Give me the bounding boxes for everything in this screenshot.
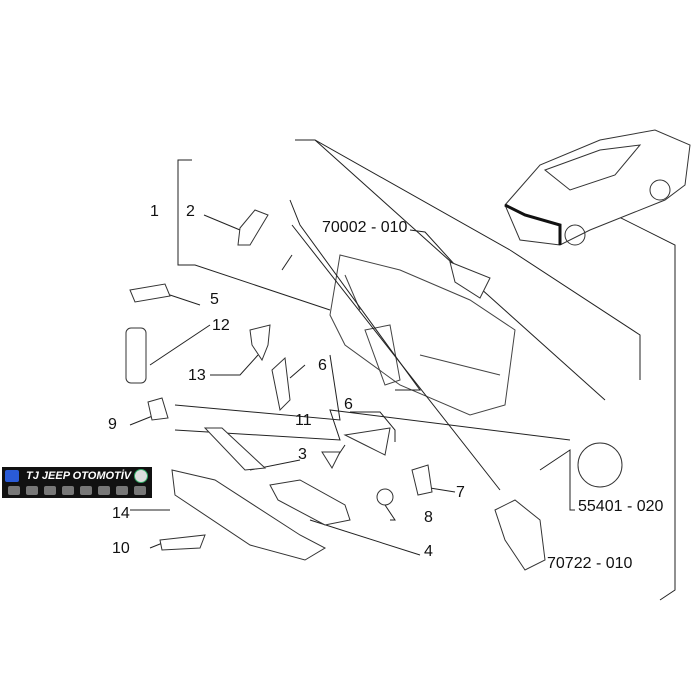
watermark-text: TJ JEEP OTOMOTİV — [26, 470, 132, 482]
callout-10: 10 — [112, 540, 130, 557]
part-12-bottle — [125, 327, 147, 384]
part-11-screw — [321, 451, 341, 470]
bracket-1 — [177, 159, 331, 311]
callout-7: 7 — [456, 484, 465, 501]
part-10-strip — [159, 534, 206, 551]
part-13-clip — [249, 324, 271, 362]
parts — [125, 209, 623, 571]
part-14-shield — [171, 469, 327, 561]
callout-55401-020: 55401 - 020 — [578, 498, 664, 515]
frame-line — [554, 184, 676, 601]
part-6-bracket-b — [343, 427, 391, 456]
alfa-romeo-logo-icon — [134, 469, 148, 483]
part-4-grille — [269, 479, 351, 526]
part-5-pad — [129, 283, 171, 303]
callout-2: 2 — [186, 203, 195, 220]
part-2-tow-cover — [237, 209, 269, 246]
front-bumper — [329, 254, 516, 416]
part-7-clip — [411, 464, 433, 496]
part-70722-grille — [494, 499, 546, 571]
part-9-cap — [147, 397, 169, 421]
callout-70722-010: 70722 - 010 — [547, 555, 633, 572]
part-6-bracket — [271, 356, 291, 412]
callout-3: 3 — [298, 446, 307, 463]
part-8-screw — [376, 488, 394, 506]
brand-logos — [8, 486, 146, 495]
callout-5: 5 — [210, 291, 219, 308]
callout-1: 1 — [150, 203, 159, 220]
callout-13: 13 — [188, 367, 206, 384]
callout-6b: 6 — [344, 396, 353, 413]
callout-6: 6 — [318, 357, 327, 374]
callout-70002-010: 70002 - 010 — [322, 219, 408, 236]
callout-12: 12 — [212, 317, 230, 334]
car-illustration — [504, 129, 691, 246]
callout-11: 11 — [295, 412, 312, 429]
part-3-grille — [203, 427, 267, 471]
callout-14: 14 — [112, 505, 130, 522]
callout-4: 4 — [424, 543, 433, 560]
callout-9: 9 — [108, 416, 117, 433]
part-70002-bracket — [449, 261, 491, 299]
watermark-banner: TJ JEEP OTOMOTİV — [2, 467, 152, 498]
callout-8: 8 — [424, 509, 433, 526]
frame-line — [509, 249, 641, 380]
mopar-logo-icon — [5, 470, 19, 482]
part-55401-foglamp — [577, 442, 623, 488]
